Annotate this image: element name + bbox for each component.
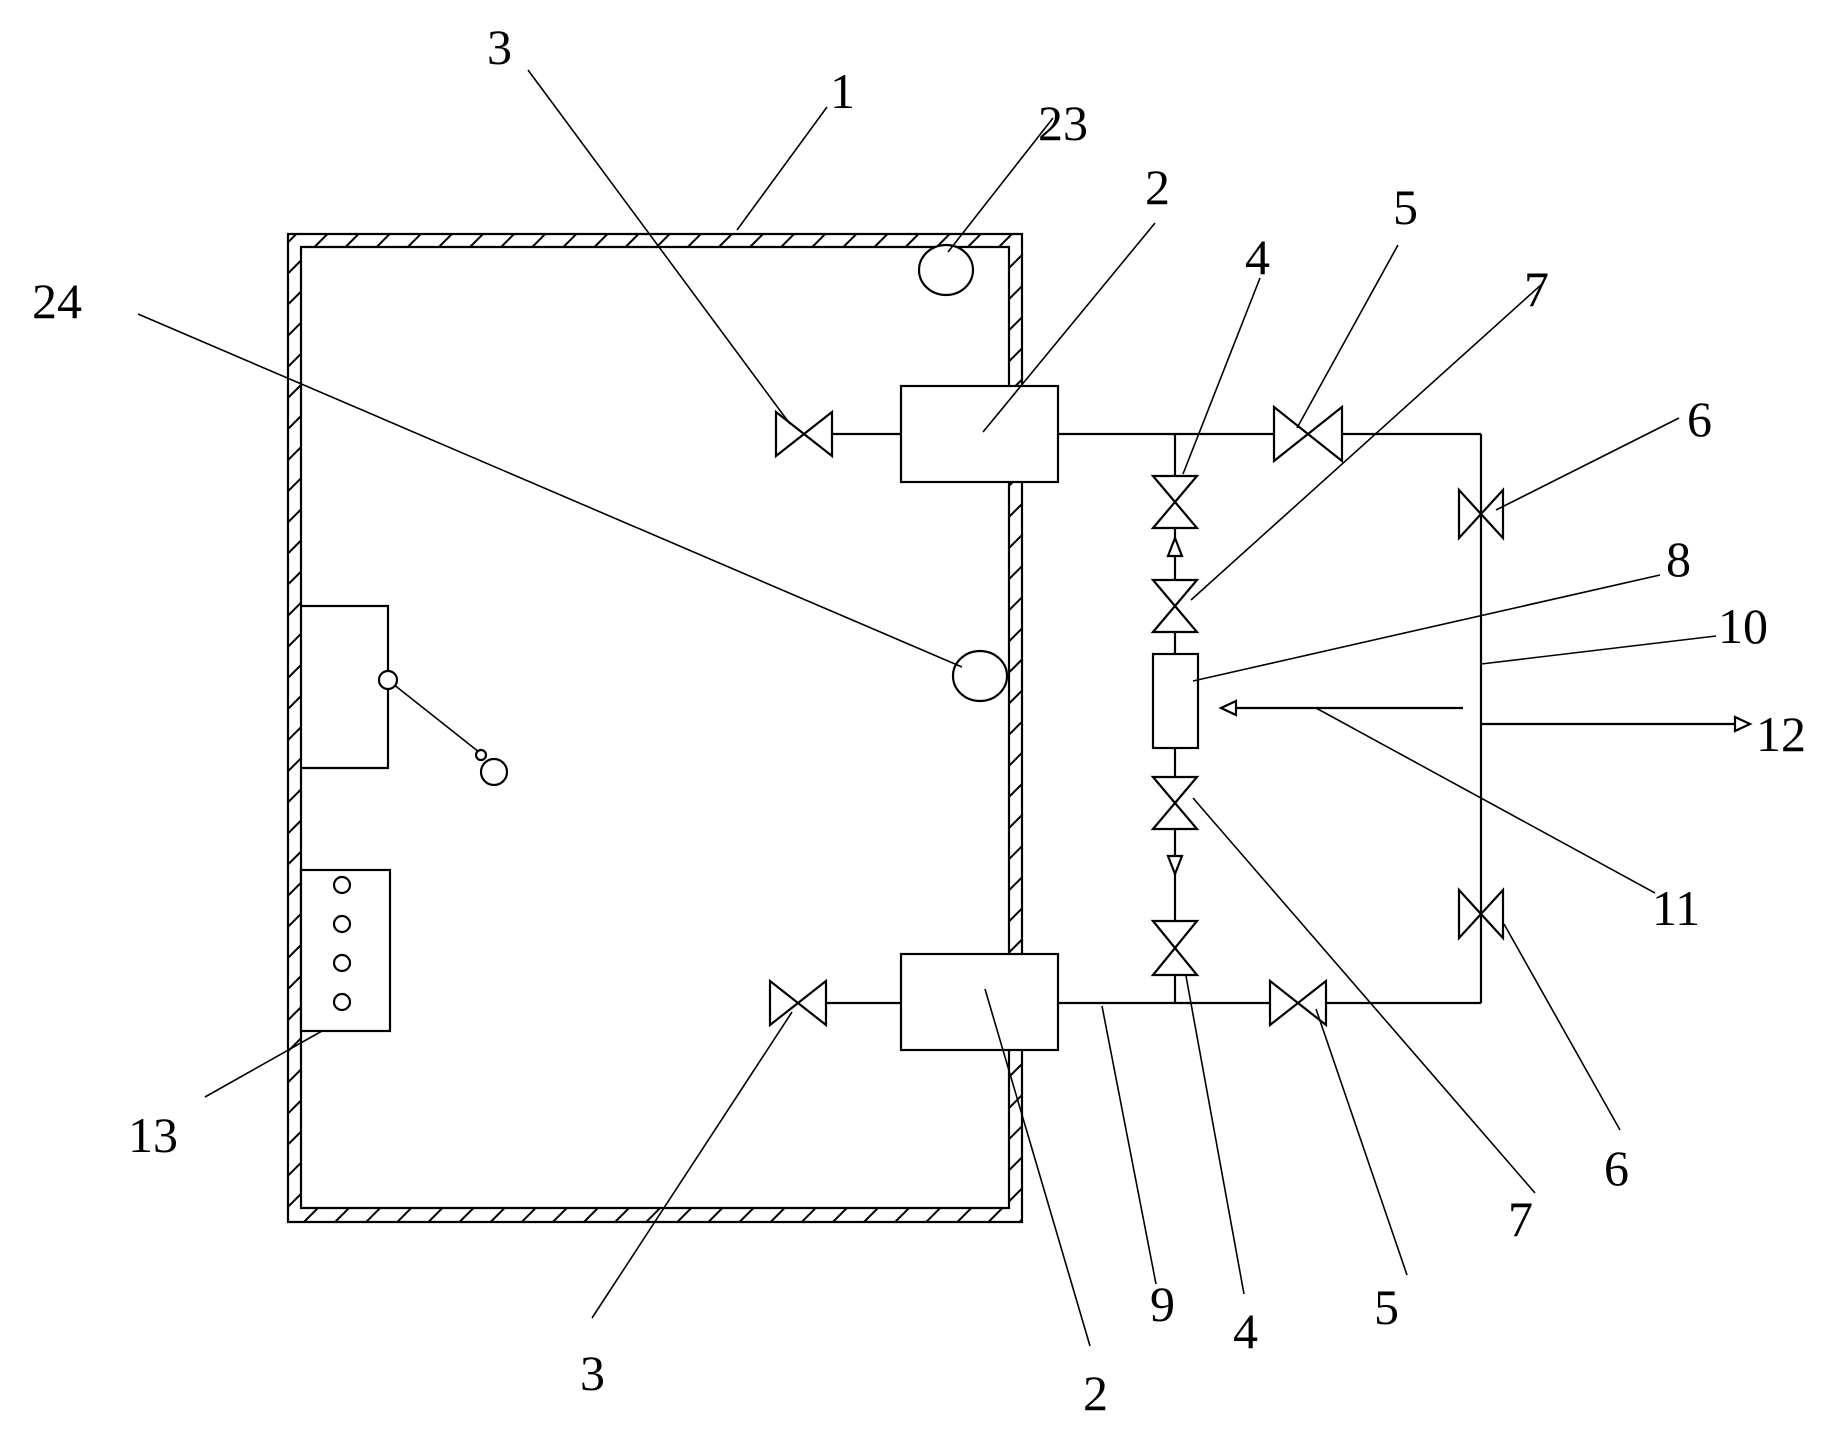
label-4-bottom: 4: [1233, 1303, 1258, 1359]
sensor-24: [951, 649, 1009, 703]
valve-3-top[interactable]: [774, 409, 834, 459]
label-8: 8: [1666, 531, 1691, 587]
piping: [826, 432, 1753, 1005]
label-13: 13: [128, 1107, 178, 1163]
label-4-top: 4: [1245, 229, 1270, 285]
enclosure-wall: [286, 232, 1024, 1224]
unit-2-top: [899, 384, 1060, 484]
label-10: 10: [1718, 598, 1768, 654]
label-7-top: 7: [1524, 261, 1549, 317]
valve-4-bottom[interactable]: [1150, 919, 1200, 977]
lever-mechanism: [301, 604, 509, 787]
labels: 3 1 23 2 24 5 4 7 6 8 10 12 11 13 6 7 9 …: [32, 19, 1806, 1421]
valve-3-bottom[interactable]: [768, 978, 828, 1028]
label-24: 24: [32, 273, 82, 329]
label-3-bottom: 3: [580, 1345, 605, 1401]
label-5-top: 5: [1393, 179, 1418, 235]
label-5-bottom: 5: [1374, 1279, 1399, 1335]
label-6-top: 6: [1687, 391, 1712, 447]
label-3-top: 3: [487, 19, 512, 75]
valve-6-top[interactable]: [1457, 487, 1505, 541]
label-23: 23: [1038, 95, 1088, 151]
leader-lines: [137, 69, 1717, 1347]
valve-7-bottom[interactable]: [1150, 775, 1200, 831]
valve-6-bottom[interactable]: [1457, 887, 1505, 941]
label-6-bottom: 6: [1604, 1140, 1629, 1196]
label-11: 11: [1652, 880, 1700, 936]
control-panel-13: [299, 868, 392, 1033]
label-9: 9: [1150, 1276, 1175, 1332]
label-1: 1: [830, 63, 855, 119]
unit-2-bottom: [899, 952, 1060, 1052]
valve-4-top[interactable]: [1150, 474, 1200, 530]
valve-5-top[interactable]: [1272, 404, 1344, 464]
valve-5-bottom[interactable]: [1268, 978, 1328, 1028]
label-12: 12: [1756, 706, 1806, 762]
valve-7-top[interactable]: [1150, 578, 1200, 634]
meter-8: [1151, 652, 1200, 750]
sensor-23: [917, 243, 975, 297]
label-2-top: 2: [1145, 159, 1170, 215]
label-7-bottom: 7: [1508, 1191, 1533, 1247]
label-2-bottom: 2: [1083, 1365, 1108, 1421]
